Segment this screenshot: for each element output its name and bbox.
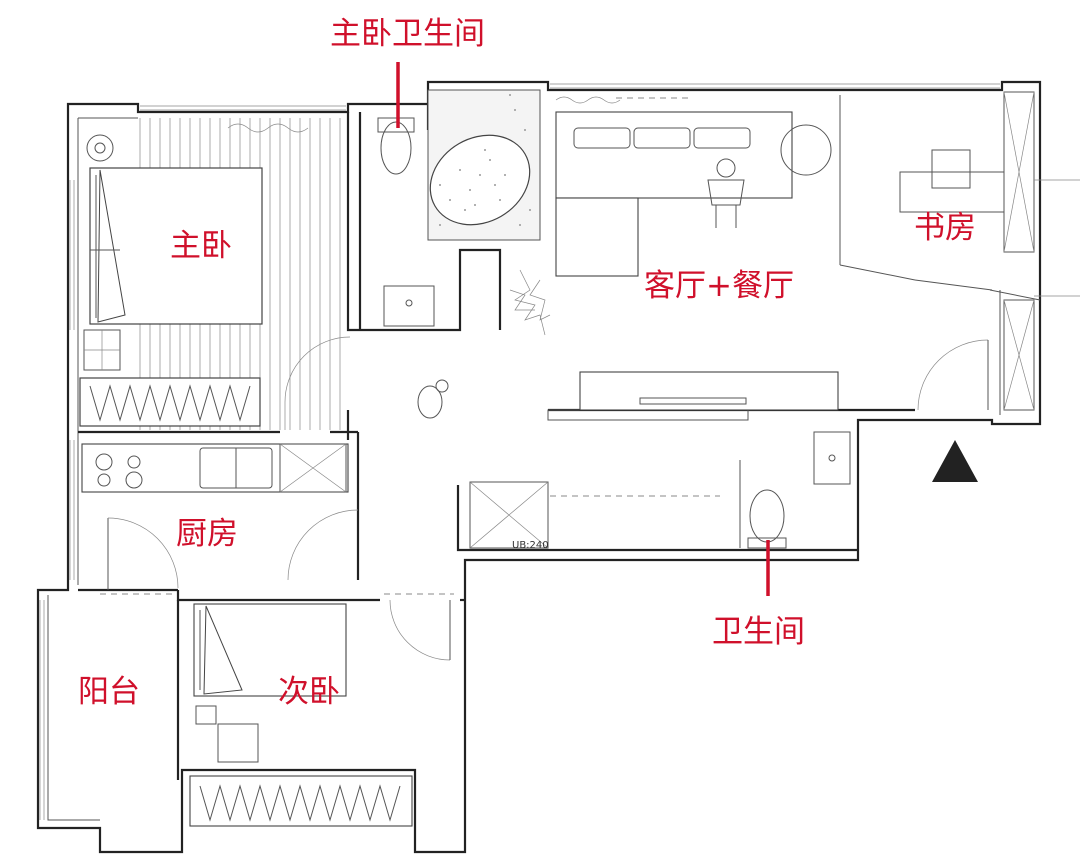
label-master-bath: 主卧卫生间 <box>330 16 485 52</box>
master-bedroom-furniture <box>79 118 341 430</box>
label-study: 书房 <box>914 210 976 246</box>
label-balcony: 阳台 <box>78 674 140 710</box>
label-kitchen: 厨房 <box>176 516 238 552</box>
label-bathroom: 卫生间 <box>712 614 805 650</box>
ub-label: UB:240 <box>512 540 549 551</box>
entrance-triangle-icon <box>932 440 978 482</box>
master-bath-fixtures <box>377 89 551 336</box>
door-swings <box>284 336 989 661</box>
living-dining-furniture <box>417 96 839 419</box>
second-bedroom-furniture <box>189 603 413 827</box>
kitchen-fixtures <box>81 443 454 595</box>
outer-walls <box>36 80 1042 854</box>
bathroom-fixtures: UB:240 <box>469 431 851 551</box>
study-furniture <box>899 149 1005 291</box>
label-living-dining: 客厅+餐厅 <box>644 268 794 304</box>
label-second-bedroom: 次卧 <box>278 674 340 710</box>
label-master-bedroom: 主卧 <box>170 228 232 264</box>
